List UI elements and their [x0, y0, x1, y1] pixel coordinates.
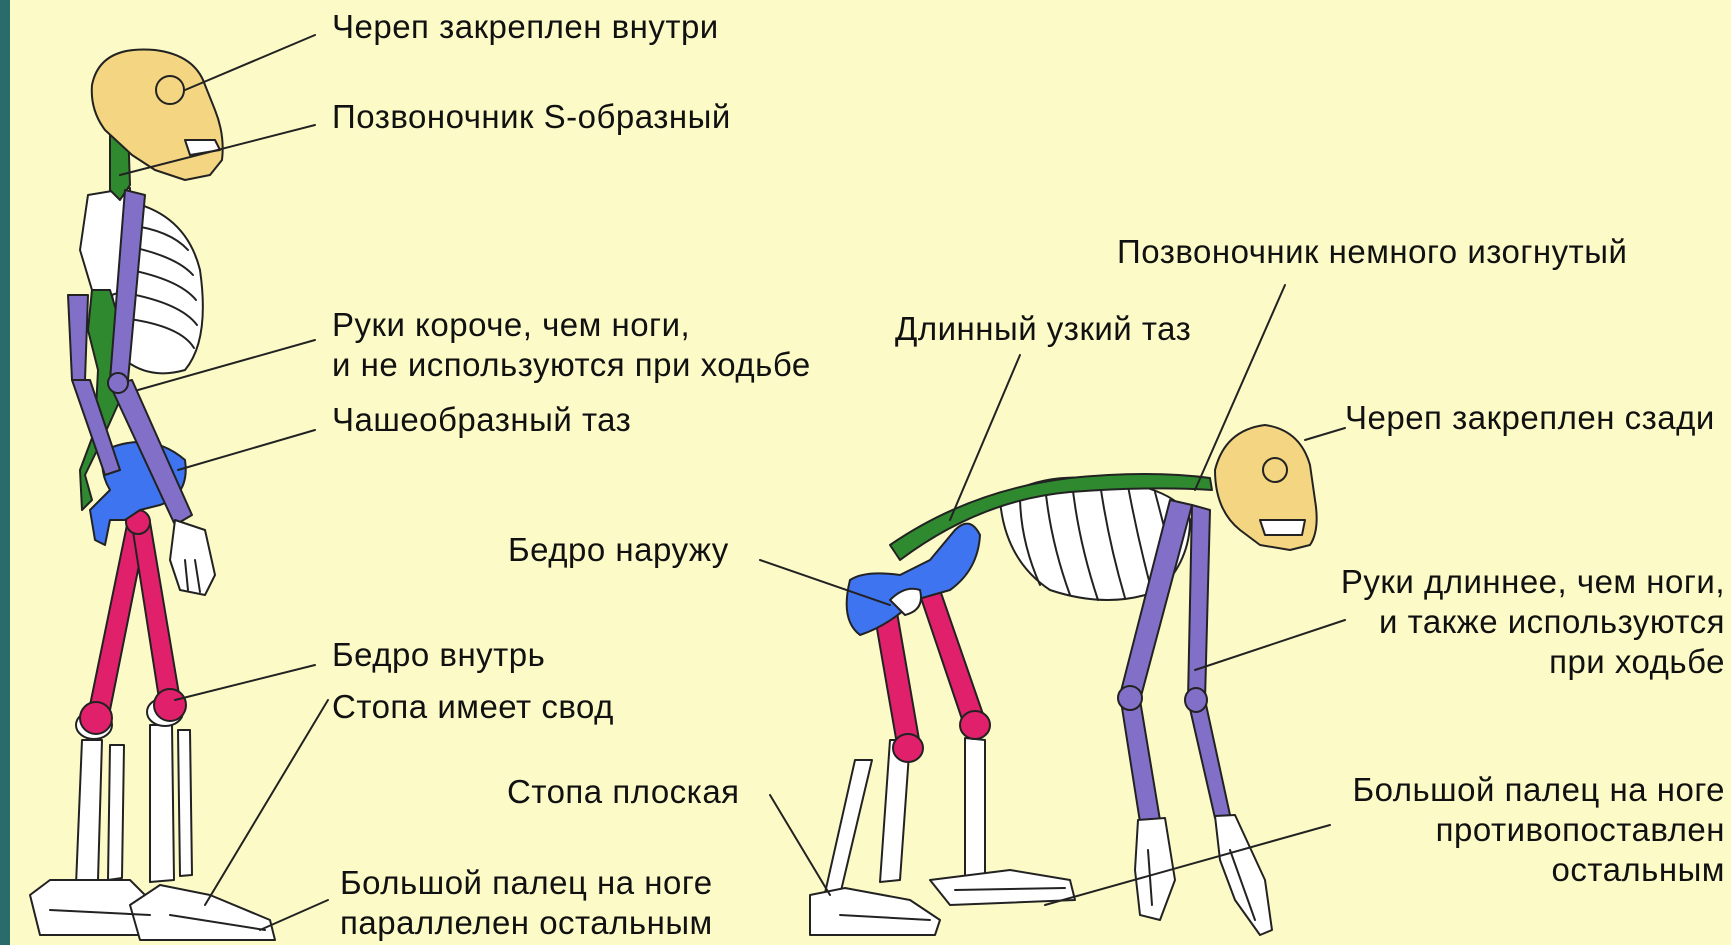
ape-toe-label-line-1: Большой палец на ноге [1310, 770, 1725, 810]
human-toe-label-line-1: Большой палец на ноге [340, 863, 713, 903]
human-pelvis-label: Чашеобразный таз [332, 400, 631, 440]
human-skeleton [30, 49, 275, 940]
ape-femur-label: Бедро наружу [508, 530, 729, 570]
human-arms-label-line-2: и не используются при ходьбе [332, 345, 811, 385]
ape-pelvis-label: Длинный узкий таз [895, 309, 1191, 349]
ape-spine-label: Позвоночник немного изогнутый [1117, 232, 1627, 272]
ape-toe-label-line-2: противопоставлен [1310, 810, 1725, 850]
human-femur-label: Бедро внутрь [332, 635, 545, 675]
human-skull-label: Череп закреплен внутри [332, 7, 719, 47]
human-arms-label: Руки короче, чем ноги, и не используются… [332, 305, 811, 385]
human-arms-label-line-1: Руки короче, чем ноги, [332, 305, 811, 345]
human-toe-label: Большой палец на ноге параллелен остальн… [340, 863, 713, 943]
human-femurs [80, 510, 186, 734]
human-feet [30, 880, 275, 940]
ape-arms-label-line-3: при ходьбе [1310, 642, 1725, 682]
diagram-canvas: Череп закреплен внутри Позвоночник S-обр… [10, 0, 1731, 945]
human-foot-label: Стопа имеет свод [332, 687, 614, 727]
human-hand [170, 520, 215, 595]
human-lower-legs [76, 725, 192, 885]
ape-foot-label: Стопа плоская [507, 772, 740, 812]
human-toe-label-line-2: параллелен остальным [340, 903, 713, 943]
ape-skeleton [810, 425, 1317, 935]
ape-feet [810, 870, 1075, 935]
human-spine-label: Позвоночник S-образный [332, 97, 731, 137]
ape-arms-label-line-1: Руки длиннее, чем ноги, [1310, 562, 1725, 602]
ape-skull [1215, 425, 1317, 550]
ape-toe-label: Большой палец на ноге противопоставлен о… [1310, 770, 1725, 890]
ape-arms-label-line-2: и также используются [1310, 602, 1725, 642]
ape-arms-label: Руки длиннее, чем ноги, и также использу… [1310, 562, 1725, 682]
ape-skull-label: Череп закреплен сзади [1345, 398, 1715, 438]
ape-toe-label-line-3: остальным [1310, 850, 1725, 890]
